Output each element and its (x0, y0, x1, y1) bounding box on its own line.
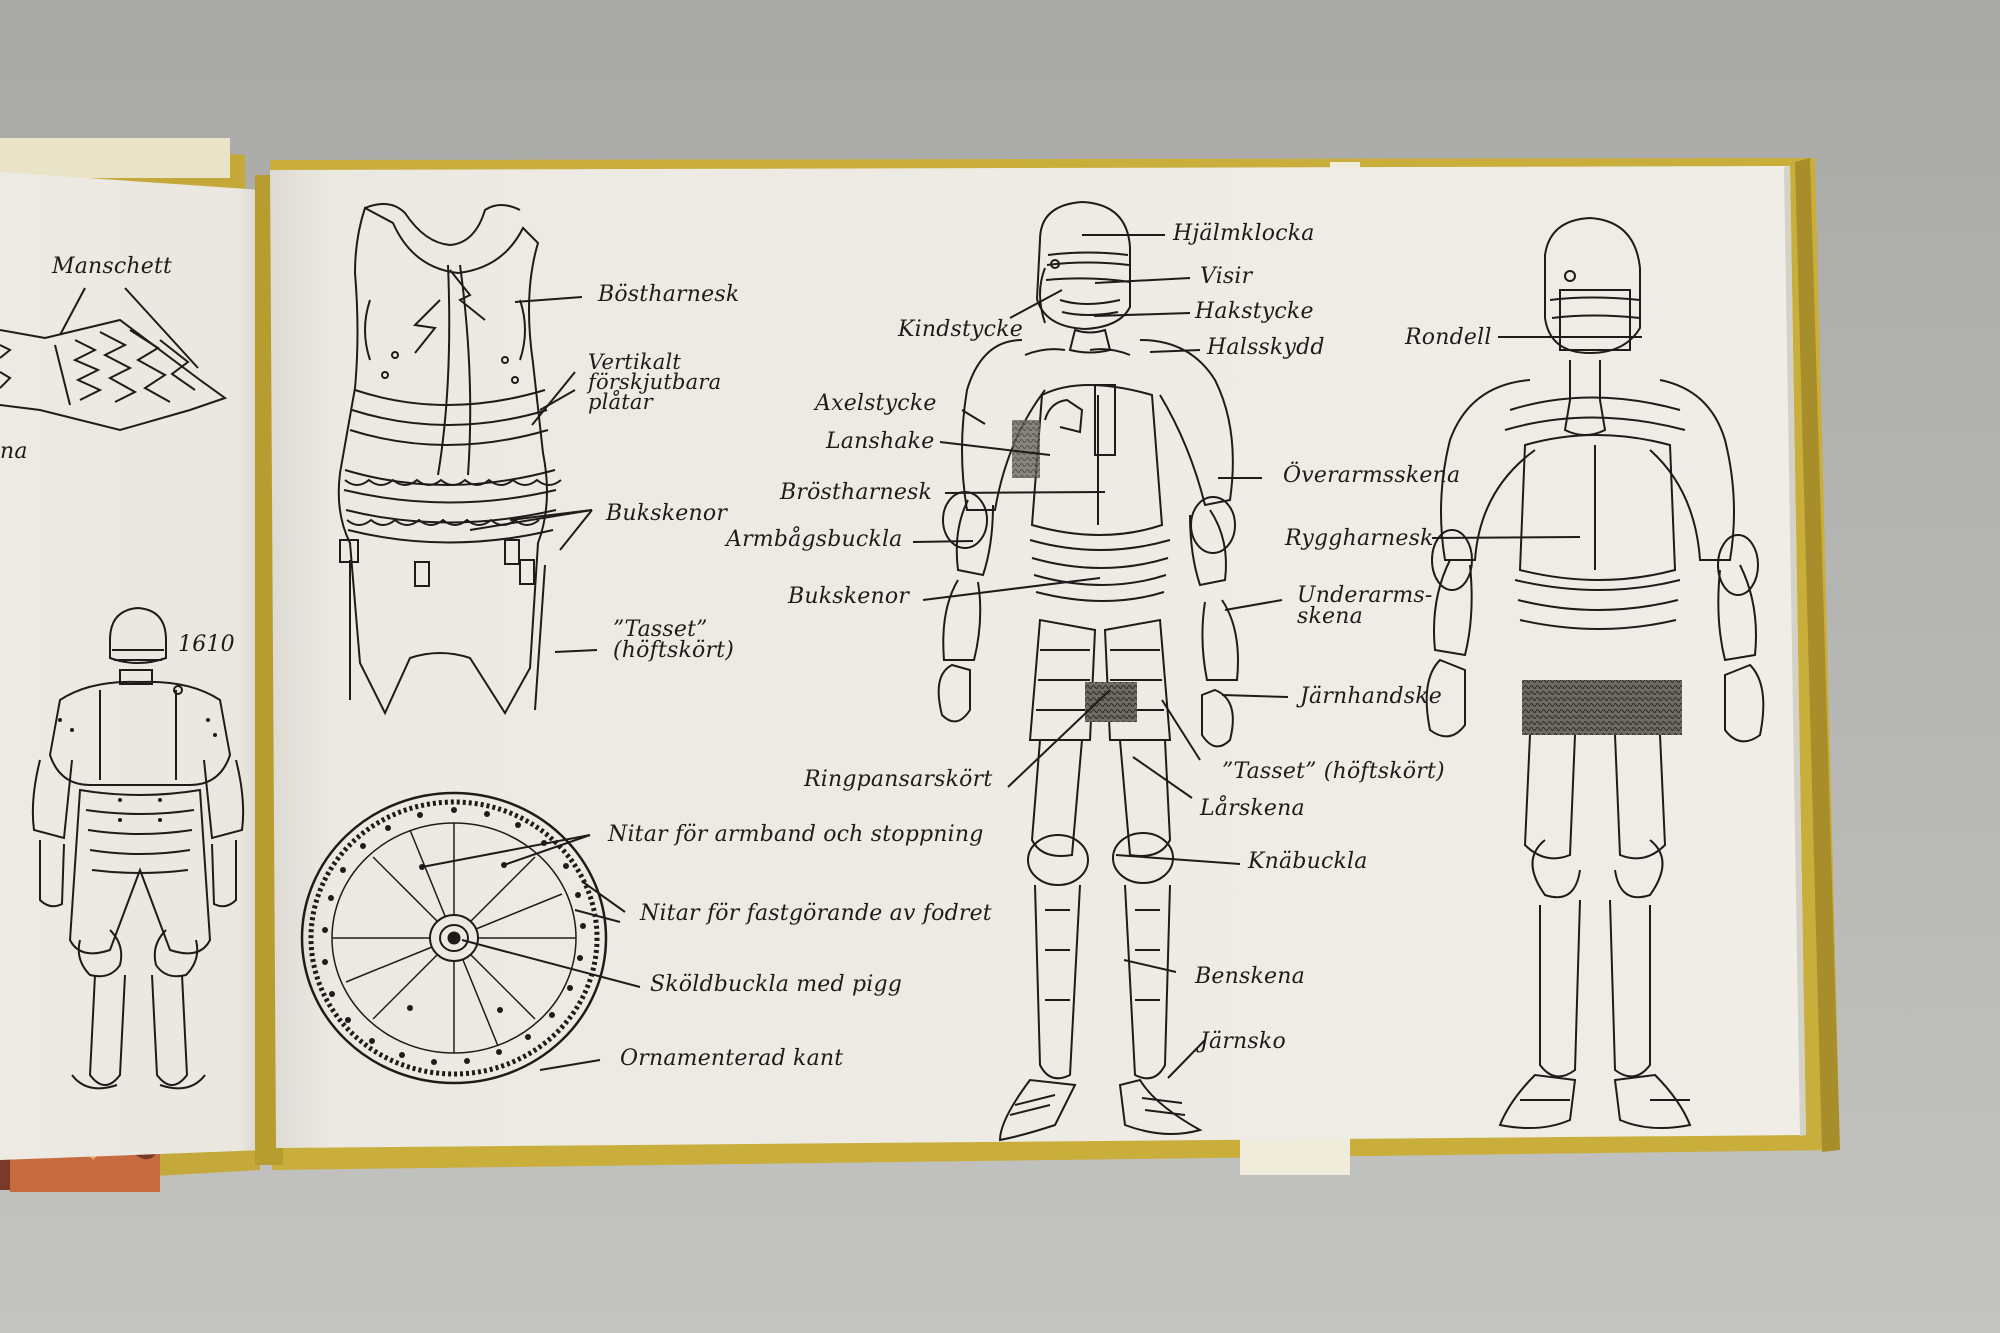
breastplate-drawing (337, 203, 562, 716)
label-bukskenor-plate: Bukskenor (606, 501, 728, 526)
label-jarnhandske: Järnhandske (1300, 684, 1442, 709)
front-armor-drawing (937, 200, 1239, 1142)
front-mail-arm (1012, 420, 1040, 478)
label-year: 1610 (178, 632, 235, 657)
label-overarmsskena: Överarmsskena (1283, 463, 1461, 488)
label-ringpansarskort: Ringpansarskört (804, 767, 993, 792)
label-halsskydd: Halsskydd (1207, 335, 1325, 360)
label-hakstycke: Hakstycke (1195, 299, 1314, 324)
label-ryggharnesk: Ryggharnesk (1285, 526, 1434, 551)
label-knabuckla: Knäbuckla (1248, 849, 1368, 874)
armor-1610-drawing (31, 606, 245, 1090)
label-armbagsbuckla: Armbågsbuckla (726, 527, 903, 552)
label-lanshake: Lanshake (826, 429, 935, 454)
left-page (0, 172, 266, 1160)
back-mail-skirt (1522, 680, 1682, 735)
label-tasset-plate: ”Tasset” (höftskört) (613, 617, 734, 663)
label-partial-na: na (0, 439, 28, 464)
label-tasset-armor: ”Tasset” (höftskört) (1222, 759, 1445, 784)
label-nitar-armband: Nitar för armband och stoppning (608, 822, 984, 847)
gauntlet-drawing (0, 287, 228, 432)
label-larskena: Lårskena (1200, 796, 1305, 821)
label-visir: Visir (1200, 264, 1253, 289)
label-nitar-fodret: Nitar för fastgörande av fodret (640, 901, 992, 926)
label-skoldbuckla: Sköldbuckla med pigg (650, 972, 903, 997)
label-ornamenterad: Ornamenterad kant (620, 1046, 844, 1071)
leader-lines (421, 234, 1642, 1079)
front-mail-skirt (1085, 682, 1137, 722)
label-brostharnesk-plate: Böstharnesk (598, 282, 740, 307)
label-rondell: Rondell (1405, 325, 1492, 350)
label-axelstycke: Axelstycke (815, 391, 937, 416)
shield-drawing (300, 791, 608, 1085)
label-vertikalt: Vertikalt förskjutbara plåtar (588, 350, 722, 414)
label-manschett: Manschett (52, 254, 173, 279)
label-kindstycke: Kindstycke (898, 317, 1023, 342)
label-brostharnesk-armor: Bröstharnesk (780, 480, 933, 505)
label-underarmsskena: Underarms- skena (1297, 583, 1433, 629)
label-hjalmklocka: Hjälmklocka (1173, 221, 1315, 246)
label-benskena: Benskena (1195, 964, 1305, 989)
label-bukskenor-armor: Bukskenor (788, 584, 910, 609)
back-armor-drawing (1425, 216, 1765, 1129)
right-page (270, 166, 1806, 1148)
left-page-texture (58, 718, 217, 822)
label-jarnsko: Järnsko (1200, 1029, 1286, 1054)
